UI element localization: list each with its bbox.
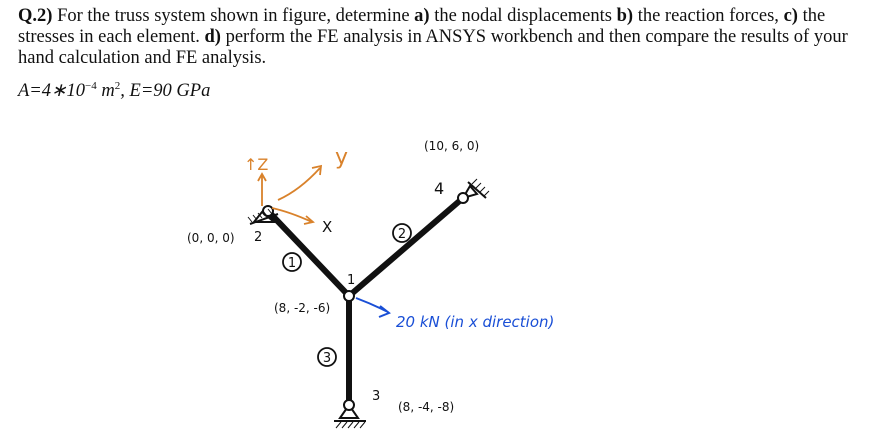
coord-node-4: (10, 6, 0)	[424, 139, 479, 153]
element-2-line	[346, 195, 466, 299]
coord-node-2: (0, 0, 0)	[187, 231, 235, 245]
node-label-4: 4	[434, 179, 444, 198]
coord-node-1: (8, -2, -6)	[274, 301, 330, 315]
y-axis-arrow	[277, 164, 323, 201]
node-label-2: 2	[254, 230, 262, 245]
part-a-label: a)	[414, 6, 430, 26]
given-values: A=4∗10−4 m2, E=90 GPa	[18, 80, 210, 102]
element-2-label: 2	[398, 227, 406, 242]
question-text: Q.2) For the truss system shown in figur…	[18, 6, 858, 69]
question-intro: For the truss system shown in figure, de…	[52, 6, 415, 26]
element-1-label: 1	[288, 256, 296, 271]
element-3-label: 3	[323, 351, 331, 366]
joint-node-1	[343, 290, 355, 302]
part-d-label: d)	[204, 27, 221, 47]
x-axis-label: X	[322, 218, 332, 236]
node-label-1: 1	[347, 273, 355, 288]
element-2-marker: 2	[392, 223, 412, 243]
part-c-text: the stresses in each element.	[18, 6, 826, 47]
question-number: Q.2)	[18, 6, 53, 26]
support-node-4	[457, 178, 490, 204]
load-annotation: 20 kN (in x direction)	[396, 313, 554, 331]
part-b-text: the reaction forces,	[633, 6, 784, 26]
node-label-3: 3	[372, 389, 380, 404]
support-node-2	[247, 205, 279, 225]
z-axis-label: ↑Z	[244, 155, 268, 174]
area-unit: m	[96, 81, 115, 102]
modulus-value: , E=90 GPa	[120, 81, 211, 102]
y-axis-label: y	[335, 145, 348, 170]
element-3-marker: 3	[317, 347, 337, 367]
axis-system	[257, 164, 323, 225]
part-a-text: the nodal displacements	[429, 6, 617, 26]
area-exponent: −4	[85, 80, 97, 92]
support-node-3	[334, 399, 366, 429]
part-c-label: c)	[783, 6, 798, 26]
element-1-marker: 1	[282, 252, 302, 272]
part-d-text: perform the FE analysis in ANSYS workben…	[18, 27, 848, 68]
z-axis-arrow	[257, 172, 267, 206]
load-arrow	[355, 297, 391, 318]
part-b-label: b)	[616, 6, 634, 26]
area-value: A=4∗10	[18, 81, 86, 102]
area-unit-exponent: 2	[114, 80, 121, 92]
coord-node-3: (8, -4, -8)	[398, 400, 454, 414]
x-axis-arrow	[271, 207, 315, 225]
element-1-line	[265, 208, 352, 299]
